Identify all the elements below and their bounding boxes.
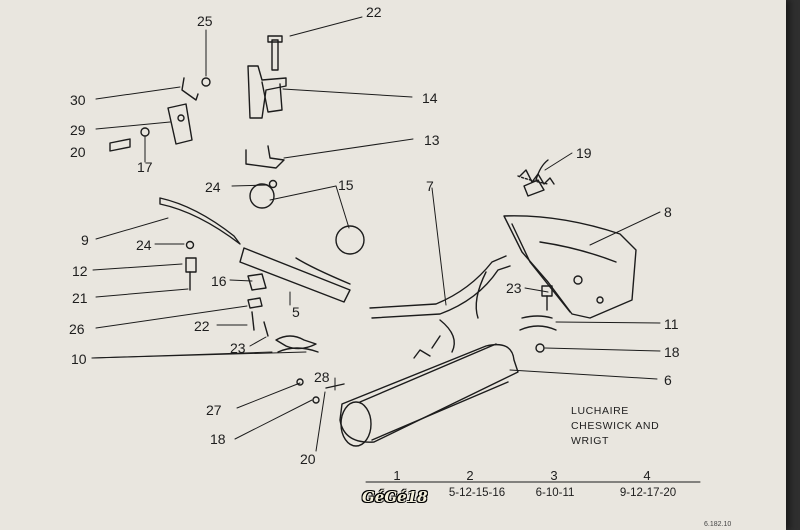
group-parts: 5-12-15-16 — [448, 487, 506, 499]
callout-18: 18 — [664, 344, 680, 360]
main-silencer — [339, 335, 519, 447]
callout-6: 6 — [664, 372, 672, 388]
hanger-bracket-parts — [109, 35, 549, 255]
manufacturer-line: WRIGT — [571, 435, 609, 447]
leader-lines — [91, 16, 661, 452]
callout-21: 21 — [72, 290, 88, 306]
manufacturer-line: CHESWICK AND — [571, 420, 660, 432]
callout-20: 20 — [70, 144, 86, 160]
rear-silencer-box — [503, 159, 637, 319]
plate-reference: 6.182.10 — [704, 521, 732, 528]
callout-22: 22 — [366, 4, 382, 20]
callout-14: 14 — [422, 90, 438, 106]
group-number: 2 — [466, 468, 474, 483]
group-number: 3 — [550, 468, 558, 483]
group-number: 1 — [393, 468, 401, 483]
connecting-pipe — [369, 255, 511, 353]
callout-23: 23 — [506, 280, 522, 296]
callout-22: 22 — [194, 318, 210, 334]
group-parts: 9-12-17-20 — [619, 487, 677, 499]
callout-30: 30 — [70, 92, 86, 108]
callout-8: 8 — [664, 204, 672, 220]
callout-13: 13 — [424, 132, 440, 148]
manufacturer-label: LUCHAIRE CHESWICK AND WRIGT — [571, 404, 659, 449]
callout-10: 10 — [71, 351, 87, 367]
callout-11: 11 — [664, 316, 679, 332]
manufacturer-line: LUCHAIRE — [571, 405, 629, 417]
callout-19: 19 — [576, 145, 592, 161]
callout-24: 24 — [205, 179, 221, 195]
spring — [519, 169, 555, 185]
callout-16: 16 — [211, 273, 227, 289]
clamps-and-fasteners — [247, 285, 557, 404]
callout-23: 23 — [230, 340, 246, 356]
callout-28: 28 — [314, 369, 330, 385]
callout-20: 20 — [300, 451, 316, 467]
callout-27: 27 — [206, 402, 222, 418]
callout-17: 17 — [137, 159, 153, 175]
photographer-watermark: GéGé18 — [362, 488, 428, 506]
group-number: 4 — [643, 468, 651, 483]
callout-26: 26 — [69, 321, 85, 337]
callout-9: 9 — [81, 232, 89, 248]
group-parts: 6-10-11 — [535, 487, 575, 499]
callout-15: 15 — [338, 177, 354, 193]
callout-18: 18 — [210, 431, 226, 447]
front-pipe — [159, 197, 351, 303]
callout-5: 5 — [292, 304, 300, 320]
callout-25: 25 — [197, 13, 213, 29]
callout-29: 29 — [70, 122, 86, 138]
callout-12: 12 — [72, 263, 88, 279]
callout-7: 7 — [426, 178, 434, 194]
callout-24: 24 — [136, 237, 152, 253]
